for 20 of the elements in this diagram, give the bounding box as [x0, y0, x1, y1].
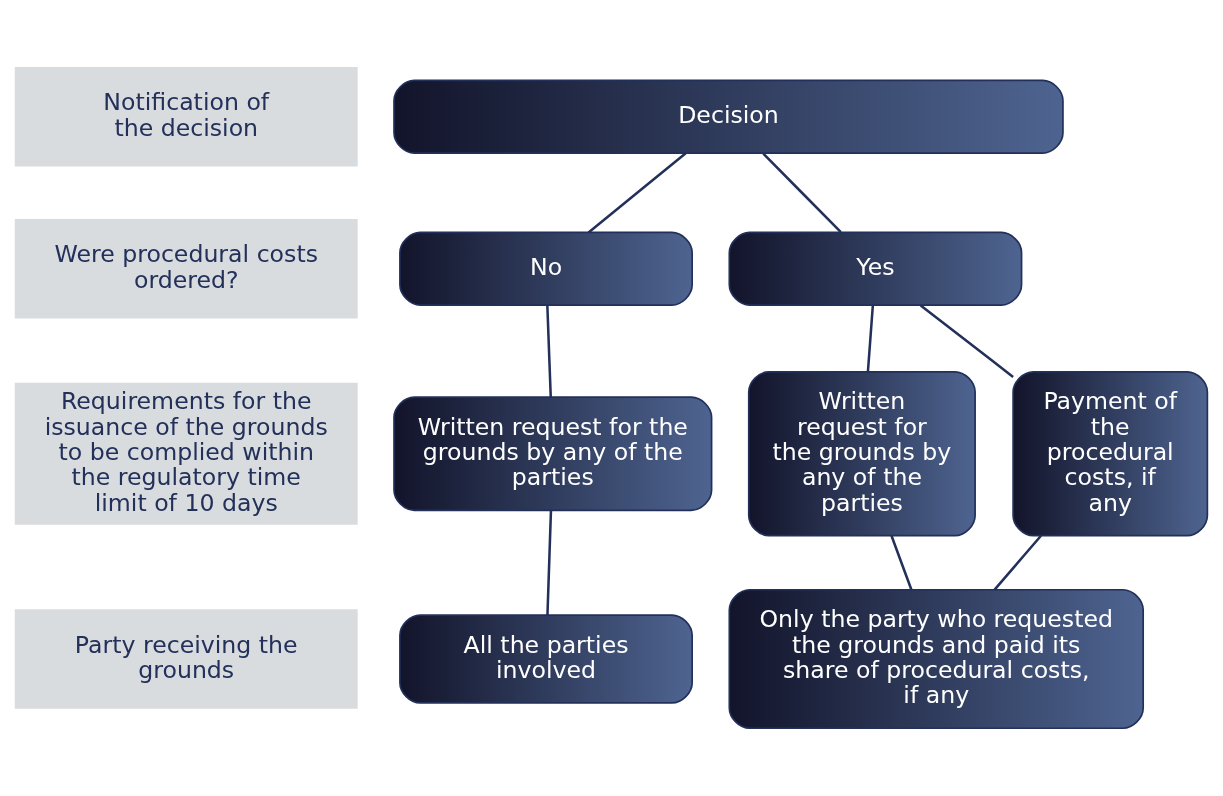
node-box: Written request for the grounds by any of the parties	[747, 370, 976, 537]
connector	[546, 305, 553, 398]
node-box: Written request for the grounds by any of the parties	[393, 396, 713, 512]
node-box: All the parties involved	[399, 614, 693, 704]
node-box: Notification of the decision	[14, 66, 358, 167]
node-box: No	[399, 231, 693, 306]
node-box: Only the party who requested the grounds and paid its share of procedural costs, if any	[728, 588, 1145, 730]
connector	[587, 152, 687, 234]
node-box: Yes	[728, 231, 1023, 306]
connector	[866, 305, 875, 372]
connector	[993, 534, 1042, 591]
node-box: Payment of the procedural costs, if any	[1012, 370, 1209, 537]
node-box: Decision	[393, 79, 1064, 154]
connector	[890, 535, 913, 590]
node-box: Were procedural costs ordered?	[14, 218, 358, 319]
connector	[546, 510, 553, 616]
connector	[919, 304, 1014, 378]
node-box: Party receiving the grounds	[14, 609, 358, 709]
node-box: Requirements for the issuance of the grounds to be complied within the regulatory time limit of 10 days	[14, 382, 358, 525]
connector	[762, 152, 842, 233]
